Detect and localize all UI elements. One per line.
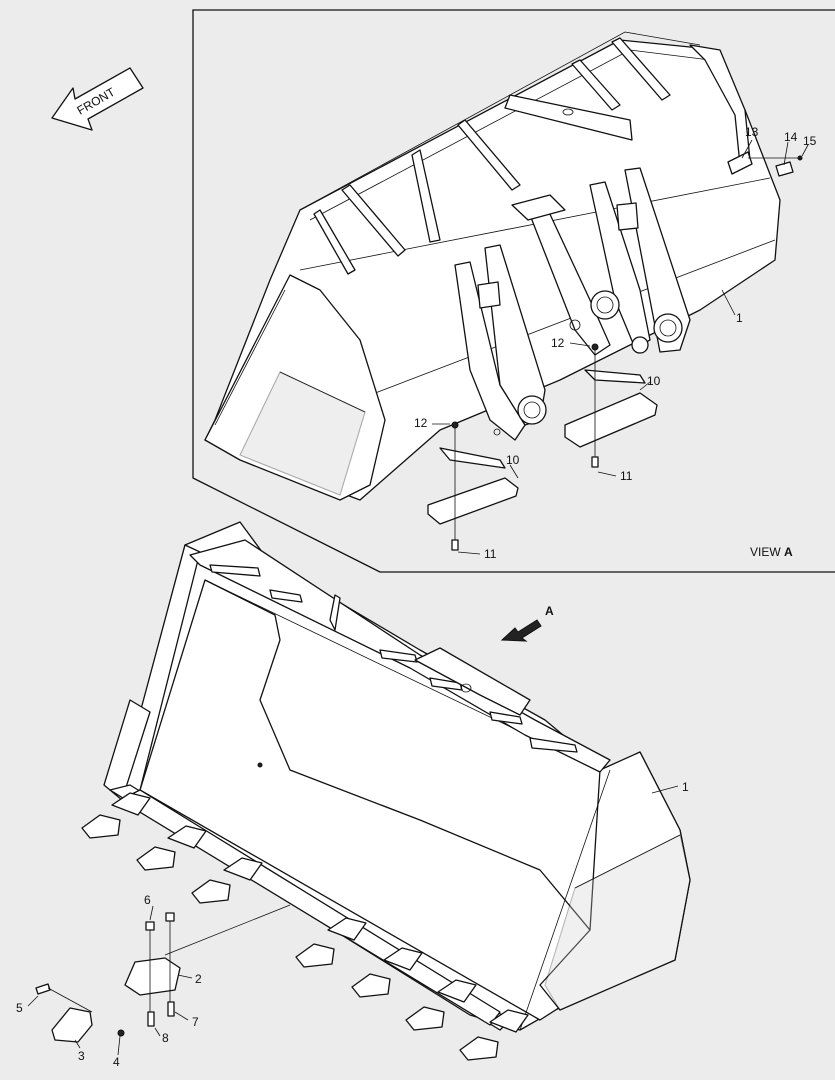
tooth-row [81, 792, 529, 1061]
callout-11-right: 11 [620, 469, 633, 483]
view-a-frame [192, 9, 835, 573]
view-a-prefix: VIEW [750, 545, 781, 559]
callout-13: 13 [745, 125, 759, 139]
lower-leader-lines [27, 785, 679, 1056]
callout-5: 5 [16, 1001, 23, 1015]
callout-10-left: 10 [506, 453, 520, 467]
tooth-assembly-exploded [35, 904, 291, 1043]
front-arrow: FRONT [51, 67, 144, 131]
callout-15: 15 [803, 134, 817, 148]
callout-11-left: 11 [484, 547, 497, 561]
callout-10-right: 10 [647, 374, 661, 388]
callout-7: 7 [192, 1015, 199, 1029]
bucket-rear-view [204, 31, 803, 551]
svg-text:VIEW A: VIEW A [750, 545, 793, 559]
bucket-front-view [35, 521, 691, 1061]
callout-14: 14 [784, 130, 798, 144]
callout-3: 3 [78, 1049, 85, 1063]
callout-1-bottom: 1 [682, 780, 689, 794]
callout-4: 4 [113, 1055, 120, 1069]
upper-leader-lines [432, 139, 809, 555]
callout-2: 2 [195, 972, 202, 986]
view-a-direction-arrow: A [500, 604, 554, 642]
callout-12-right: 12 [551, 336, 565, 350]
callout-12-left: 12 [414, 416, 428, 430]
callout-6: 6 [144, 893, 151, 907]
callout-8: 8 [162, 1031, 169, 1045]
view-a-label: VIEW A [750, 545, 793, 559]
view-a-letter: A [784, 545, 793, 559]
view-a-arrow-letter: A [545, 604, 554, 618]
callout-1-top: 1 [736, 311, 743, 325]
